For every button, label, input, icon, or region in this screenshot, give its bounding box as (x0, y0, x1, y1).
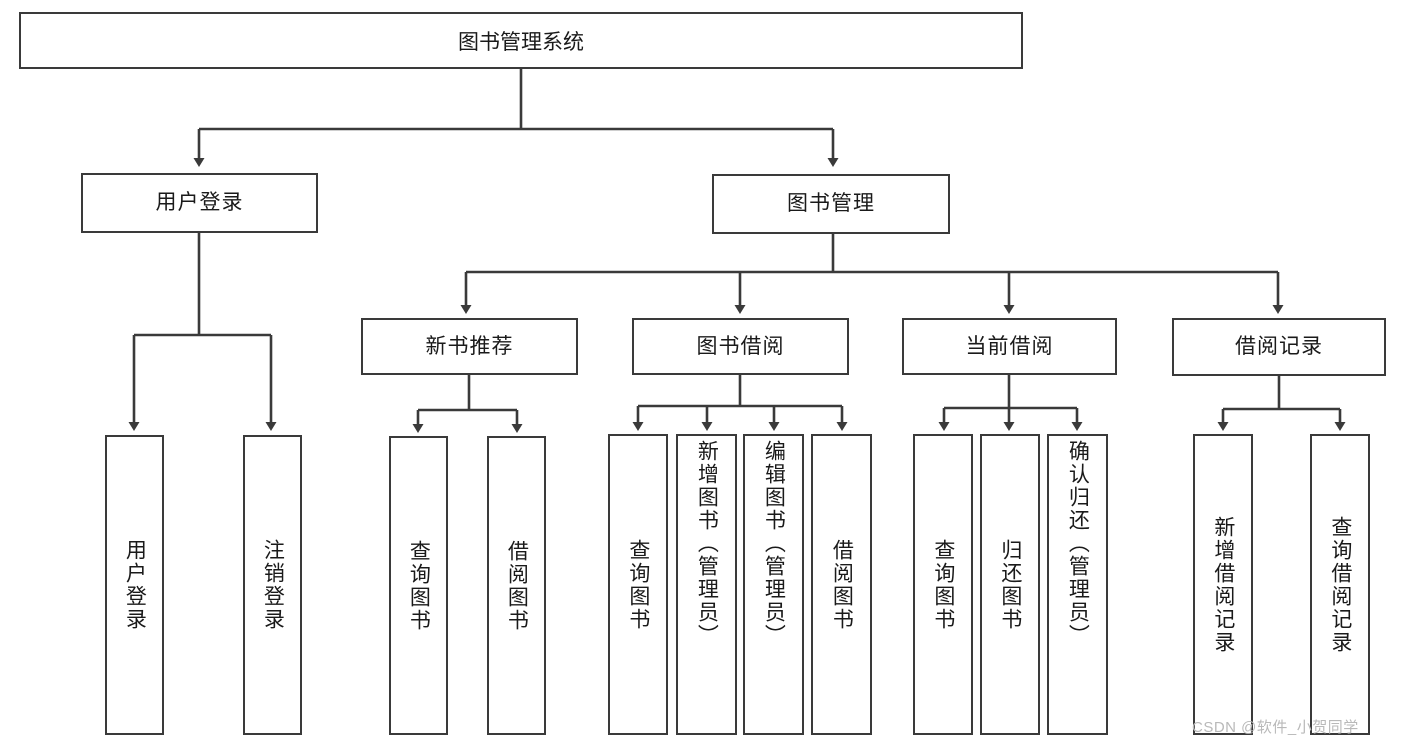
node-root-system[interactable]: 图书管理系统 (19, 12, 1023, 69)
leaf-label: 新增图书（管理员） (695, 440, 719, 647)
leaf-query-book-borrow[interactable]: 查询图书 (608, 434, 668, 735)
leaf-user-login[interactable]: 用户登录 (105, 435, 164, 735)
node-borrow-record[interactable]: 借阅记录 (1172, 318, 1386, 376)
leaf-query-borrow-record[interactable]: 查询借阅记录 (1310, 434, 1370, 735)
leaf-user-logout[interactable]: 注销登录 (243, 435, 302, 735)
node-current-borrow[interactable]: 当前借阅 (902, 318, 1117, 375)
leaf-label: 借阅图书 (830, 538, 854, 631)
leaf-label: 用户登录 (123, 539, 147, 631)
leaf-borrow-book-recommend[interactable]: 借阅图书 (487, 436, 546, 735)
node-book-management[interactable]: 图书管理 (712, 174, 950, 234)
node-label: 当前借阅 (965, 334, 1054, 358)
node-book-borrow[interactable]: 图书借阅 (632, 318, 849, 375)
leaf-query-book-current[interactable]: 查询图书 (913, 434, 973, 735)
node-label: 图书管理 (787, 192, 875, 216)
leaf-confirm-return[interactable]: 确认归还（管理员） (1047, 434, 1108, 735)
leaf-add-borrow-record[interactable]: 新增借阅记录 (1193, 434, 1253, 735)
leaf-label: 查询图书 (931, 538, 955, 631)
node-label: 新书推荐 (425, 334, 514, 358)
leaf-edit-book[interactable]: 编辑图书（管理员） (743, 434, 804, 735)
leaf-label: 确认归还（管理员） (1066, 440, 1090, 647)
leaf-label: 查询借阅记录 (1328, 515, 1352, 654)
node-label: 图书管理系统 (458, 30, 584, 54)
node-label: 借阅记录 (1235, 335, 1323, 359)
leaf-label: 注销登录 (261, 539, 285, 631)
leaf-add-book[interactable]: 新增图书（管理员） (676, 434, 737, 735)
node-label: 用户登录 (155, 191, 244, 215)
leaf-label: 查询图书 (626, 538, 650, 631)
leaf-return-book[interactable]: 归还图书 (980, 434, 1040, 735)
leaf-label: 借阅图书 (505, 539, 529, 632)
node-user-login[interactable]: 用户登录 (81, 173, 318, 233)
node-label: 图书借阅 (696, 334, 785, 358)
leaf-label: 编辑图书（管理员） (762, 440, 786, 647)
leaf-label: 查询图书 (407, 539, 431, 632)
leaf-label: 新增借阅记录 (1211, 515, 1235, 654)
leaf-label: 归还图书 (998, 538, 1022, 631)
node-new-book-recommend[interactable]: 新书推荐 (361, 318, 578, 375)
leaf-query-book-recommend[interactable]: 查询图书 (389, 436, 448, 735)
csdn-watermark: CSDN @软件_小贺同学 (1192, 719, 1359, 736)
leaf-borrow-book[interactable]: 借阅图书 (811, 434, 872, 735)
